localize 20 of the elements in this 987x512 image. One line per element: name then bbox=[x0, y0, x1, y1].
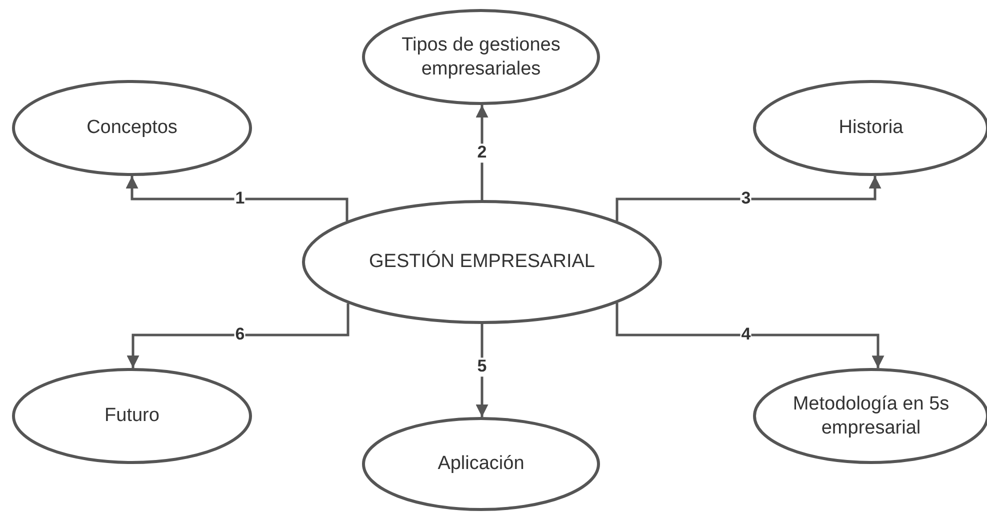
ellipse-node bbox=[12, 80, 252, 176]
ellipse-node bbox=[302, 200, 662, 324]
connector-arrow bbox=[126, 176, 348, 221]
node-label: Tipos de gestiones empresariales bbox=[400, 33, 562, 81]
ellipse-node bbox=[362, 417, 600, 511]
connector-arrow bbox=[126, 303, 350, 368]
node-label: GESTIÓN EMPRESARIAL bbox=[368, 250, 596, 274]
node-label: Historia bbox=[838, 116, 904, 140]
node-label: Futuro bbox=[104, 404, 160, 428]
edge-label: 2 bbox=[476, 144, 488, 162]
connector-arrow bbox=[476, 105, 488, 200]
ellipse-node bbox=[12, 368, 252, 464]
ellipse-node bbox=[362, 9, 600, 105]
node-label: Aplicación bbox=[436, 452, 526, 476]
node-label: Conceptos bbox=[86, 116, 178, 140]
edge-label: 5 bbox=[476, 358, 488, 376]
connector-arrow bbox=[616, 303, 884, 368]
connector-arrow bbox=[476, 324, 488, 417]
connector-arrow bbox=[616, 176, 882, 221]
node-label: Metodología en 5s empresarial bbox=[792, 392, 950, 440]
